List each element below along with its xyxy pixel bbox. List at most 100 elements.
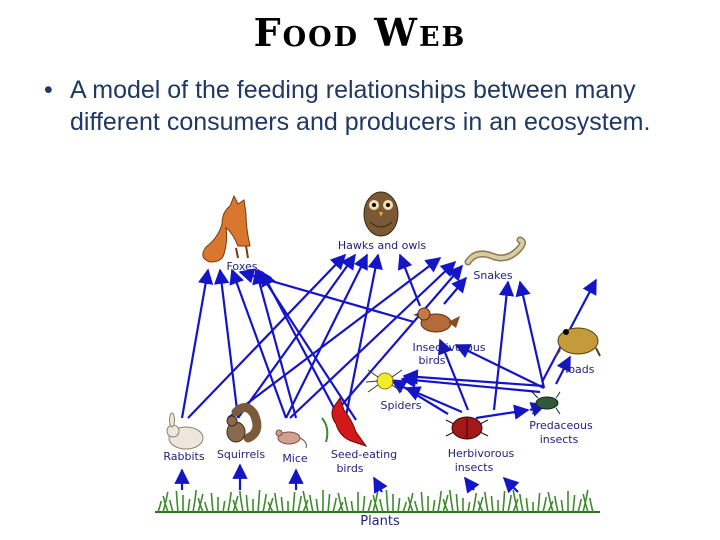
slide-title: Food Web: [253, 10, 467, 55]
bullet-item: • A model of the feeding relationships b…: [44, 74, 694, 138]
grass-blade: [309, 494, 314, 513]
grass-blade: [232, 495, 239, 513]
rabbit-icon: [166, 412, 204, 450]
grass-blade: [192, 489, 197, 513]
label-seed-eating-1: Seed-eating: [331, 448, 397, 461]
feeding-arrow: [400, 372, 541, 394]
grass-blade: [297, 495, 302, 513]
grass-blade: [379, 498, 384, 513]
label-rabbits: Rabbits: [163, 450, 204, 463]
grass-blade: [274, 492, 279, 513]
grass-blade: [187, 498, 191, 513]
grass-blade: [547, 491, 554, 513]
grass-blade: [175, 490, 179, 513]
grass-blade: [372, 494, 379, 513]
grass-blade: [350, 500, 354, 513]
grass-blade: [239, 490, 244, 513]
feeding-arrows: [174, 253, 597, 494]
predaceous-insect-icon: [531, 391, 561, 415]
grass-blade: [210, 492, 214, 513]
feeding-arrow: [373, 476, 388, 494]
feeding-arrow: [555, 355, 571, 385]
label-toads: Toads: [562, 363, 594, 376]
grass-blade: [572, 494, 576, 513]
label-foxes: Foxes: [227, 260, 258, 273]
label-herbivorous-2: insects: [455, 461, 494, 474]
grass-blade: [455, 493, 459, 513]
label-squirrels: Squirrels: [217, 448, 265, 461]
grass-blade: [162, 495, 169, 513]
mouse-icon: [275, 429, 307, 449]
grass-blade: [449, 489, 454, 513]
label-seed-eating-2: birds: [336, 462, 363, 475]
grass-blade: [292, 491, 296, 513]
grass-blade: [537, 492, 541, 513]
feeding-arrow: [475, 404, 530, 420]
grass-blade: [525, 497, 529, 513]
grass-blade: [227, 491, 232, 513]
grass-blade: [420, 491, 424, 513]
grass-blade: [554, 495, 559, 513]
label-predaceous-1: Predaceous: [529, 419, 593, 432]
grass-blade: [484, 491, 489, 513]
spider-icon: [365, 369, 405, 393]
feeding-arrow: [261, 270, 335, 409]
feeding-arrow: [454, 344, 545, 389]
feeding-arrow: [502, 476, 520, 494]
feeding-arrow: [180, 268, 214, 419]
feeding-arrow: [443, 276, 467, 305]
grass-blade: [407, 492, 414, 513]
grass-blade: [327, 493, 331, 513]
feeding-arrow: [187, 253, 347, 419]
label-hawks-owls: Hawks and owls: [338, 239, 427, 252]
grass-blade: [437, 490, 442, 513]
label-insectivorous-2: birds: [418, 354, 445, 367]
grass-blade: [477, 496, 484, 513]
grass-blade: [432, 499, 436, 513]
grass-blade: [577, 498, 582, 513]
grass-blade: [344, 496, 349, 513]
grass-blade: [162, 491, 169, 513]
grass-blade: [197, 497, 204, 513]
grass-blade: [157, 500, 162, 513]
cardinal-icon: [321, 396, 368, 447]
grass-blade: [262, 493, 267, 513]
label-mice: Mice: [282, 452, 308, 465]
grass-blade: [385, 489, 389, 513]
grass-blade: [402, 501, 407, 513]
grass-blade: [267, 501, 274, 513]
feeding-arrow: [492, 280, 515, 411]
grass-blade: [477, 500, 484, 513]
bullet-text: A model of the feeding relationships bet…: [70, 76, 651, 136]
snake-icon: [464, 236, 527, 266]
label-plants: Plants: [360, 514, 400, 529]
insectivorous-bird-icon: [413, 307, 460, 333]
grass-blade: [490, 495, 494, 513]
label-snakes: Snakes: [473, 269, 512, 282]
toad-icon: [555, 327, 601, 357]
grass-blade: [589, 497, 594, 513]
grass-blade: [257, 489, 261, 513]
grass-blade: [397, 497, 401, 513]
fox-icon: [202, 194, 251, 263]
grass-blade: [337, 492, 344, 513]
grass-blade: [519, 493, 524, 513]
feeding-arrow: [397, 253, 422, 307]
herbivorous-insect-icon: [445, 416, 489, 440]
label-predaceous-2: insects: [540, 433, 579, 446]
feeding-arrow: [464, 476, 480, 494]
feeding-arrow: [437, 338, 470, 411]
grass-blade: [302, 490, 309, 513]
feeding-arrow: [333, 264, 464, 415]
grass-blade: [507, 494, 512, 513]
feeding-arrow: [214, 268, 240, 419]
grass-blade: [204, 501, 209, 513]
bullet-dot-icon: •: [44, 76, 53, 104]
feeding-arrow: [252, 268, 298, 419]
label-spiders: Spiders: [380, 399, 421, 412]
feeding-arrow: [238, 268, 415, 324]
grass-blade: [169, 499, 174, 513]
owl-icon: [363, 191, 399, 237]
grass-blade: [232, 499, 239, 513]
